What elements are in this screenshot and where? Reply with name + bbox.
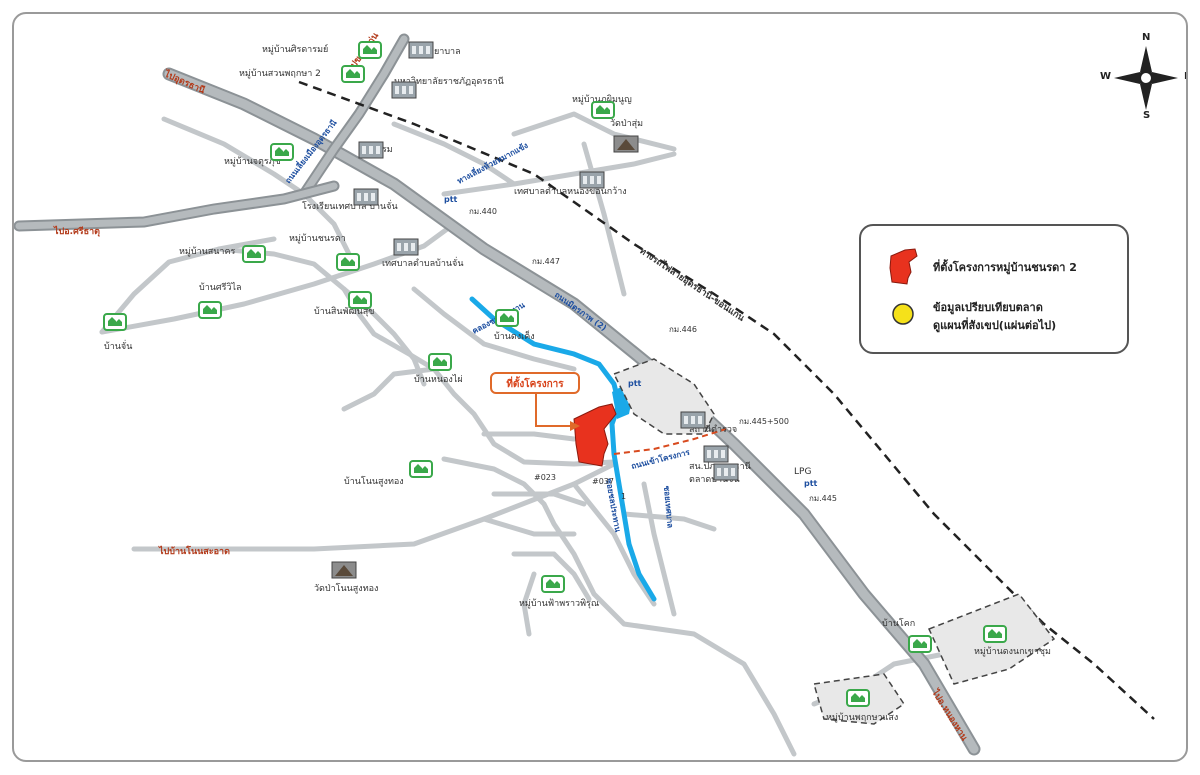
place-label: หมู่บ้านดงนกเขาชุม <box>974 646 1051 657</box>
marker-km-445500: กม.445+500 <box>739 417 789 426</box>
legend-project-text: ที่ตั้งโครงการหมู่บ้านชนรดา 2 <box>933 261 1077 274</box>
project-site-icon <box>889 248 918 285</box>
place-label: บ้านดงเค็ง <box>494 329 535 342</box>
place-label: หมู่บ้านภูผิมนูญ <box>572 94 632 105</box>
temple-icon <box>331 561 357 579</box>
place-label: บ้านศรีวิไล <box>199 282 242 293</box>
label-railway: ทางรถไฟสายอุดรธานี-ขอนแก่น <box>637 245 747 325</box>
building-icon <box>391 81 417 99</box>
marker-ptt-3: ptt <box>804 479 818 488</box>
place-label: มหาวิทยาลัยราชภัฏอุดรธานี <box>394 76 504 87</box>
village-icon <box>983 625 1007 643</box>
place-icons <box>103 41 1007 707</box>
legend: ที่ตั้งโครงการหมู่บ้านชนรดา 2 ข้อมูลเปรี… <box>859 224 1129 354</box>
village-icon <box>428 353 452 371</box>
building-icon <box>393 238 419 256</box>
label-to-nong-han: ไปอ.หนองหาน <box>929 686 971 743</box>
place-label: บ้านจั่น <box>104 339 132 352</box>
market-point-icon <box>892 303 914 325</box>
place-label: หมู่บ้านชนรดา <box>289 233 346 244</box>
place-label: สถานีตำรวจ <box>689 424 737 435</box>
place-label: บ้านโคก <box>882 618 915 629</box>
place-label: หมู่บ้านฟ้าพราวพิรุณ <box>519 598 599 609</box>
village-icon <box>103 313 127 331</box>
building-icon <box>579 171 605 189</box>
place-label: เทศบาลตำบลบ้านจั่น <box>382 256 463 269</box>
temple-icon <box>613 135 639 153</box>
building-icon <box>713 463 739 481</box>
label-soi-thetsaban: ซอยเทศบาล <box>662 485 675 528</box>
building-icon <box>680 411 706 429</box>
legend-market-text-1: ข้อมูลเปรียบเทียบตลาด <box>933 301 1043 314</box>
compass-icon <box>1114 46 1178 110</box>
west-highway <box>14 180 340 232</box>
building-icon <box>703 445 729 463</box>
place-label: วัดป่าโนนสูงทอง <box>314 583 378 594</box>
village-icon <box>336 253 360 271</box>
marker-ptt-2: ptt <box>628 379 642 388</box>
marker-km-446: กม.446 <box>669 325 697 334</box>
label-to-si-that: ไปอ.ศรีธาตุ <box>53 225 100 237</box>
village-icon <box>541 575 565 593</box>
compass-north: N <box>1142 32 1151 43</box>
map-canvas: ไปอุดรธานี ไปขอนแก่น ไปอ.ศรีธาตุ ไปอ.หนอ… <box>14 29 1155 757</box>
compass-east: E <box>1184 71 1186 82</box>
marker-km-440: กม.440 <box>469 207 497 216</box>
marker-num-023: #023 <box>534 473 556 482</box>
place-label: วัดป่าสุ่ม <box>610 119 643 129</box>
project-site-shape <box>573 403 617 467</box>
label-to-ban-nong-sa: ไปบ้านโนนสะอาด <box>158 545 230 557</box>
village-icon <box>591 101 615 119</box>
marker-lpg: LPG <box>794 467 811 477</box>
compass-rose: N S W E <box>1100 32 1186 121</box>
compass-south: S <box>1143 110 1151 121</box>
marker-num-1: 1 <box>621 492 626 501</box>
place-label: หมู่บ้านสวนพฤกษา 2 <box>239 68 321 79</box>
place-labels: หมู่บ้านศิรดารมย์หมู่บ้านสวนพฤกษา 2 โรงพย… <box>104 43 1051 723</box>
legend-item-market: ข้อมูลเปรียบเทียบตลาด ดูแผนที่สังเขป(แผ่… <box>861 296 1127 336</box>
village-icon <box>409 460 433 478</box>
village-icon <box>198 301 222 319</box>
map-frame: ไปอุดรธานี ไปขอนแก่น ไปอ.ศรีธาตุ ไปอ.หนอ… <box>12 12 1188 762</box>
marker-num-037: #037 <box>592 477 614 486</box>
label-huai-mak-khaeng: ทางเลี่ยงห้วยหมากแข้ง <box>455 139 530 186</box>
place-label: หมู่บ้านสนาคร <box>179 246 236 257</box>
place-label: เทศบาลตำบลหนองขอนกว้าง <box>514 186 627 197</box>
project-callout: ที่ตั้งโครงการ <box>490 372 580 394</box>
village-icon <box>341 65 365 83</box>
village-icon <box>908 635 932 653</box>
place-label: หมู่บ้านพฤกษาแสง <box>826 712 898 723</box>
village-icon <box>348 291 372 309</box>
marker-km-447: กม.447 <box>532 257 560 266</box>
marker-km-445: กม.445 <box>809 494 837 503</box>
hospital-icon <box>408 41 434 59</box>
place-label: โรงเรียนเทศบาล บ้านจั่น <box>302 199 398 212</box>
place-label: หมู่บ้านจตุรภุช <box>224 156 281 167</box>
railway-line <box>298 80 1155 720</box>
place-label: บ้านหนองไผ่ <box>414 374 463 385</box>
legend-market-text-2: ดูแผนที่สังเขป(แผ่นต่อไป) <box>933 319 1057 332</box>
village-icon <box>270 143 294 161</box>
school-icon <box>353 188 379 206</box>
legend-item-project: ที่ตั้งโครงการหมู่บ้านชนรดา 2 <box>861 246 1127 286</box>
place-label: โรงพยาบาล <box>414 46 461 57</box>
label-mittraphap-2: ถนนมิตรภาพ (2) <box>553 290 608 333</box>
place-label: บ้านโนนสูงทอง <box>344 476 404 487</box>
village-icon <box>846 689 870 707</box>
callout-arrow <box>535 384 570 427</box>
village-icon <box>242 245 266 263</box>
building-icon <box>358 141 384 159</box>
village-icon <box>358 41 382 59</box>
village-icon <box>495 309 519 327</box>
compass-west: W <box>1100 71 1112 82</box>
marker-ptt-1: ptt <box>444 195 458 204</box>
place-label: หมู่บ้านศิรดารมย์ <box>262 43 328 55</box>
project-access-road <box>613 428 727 455</box>
